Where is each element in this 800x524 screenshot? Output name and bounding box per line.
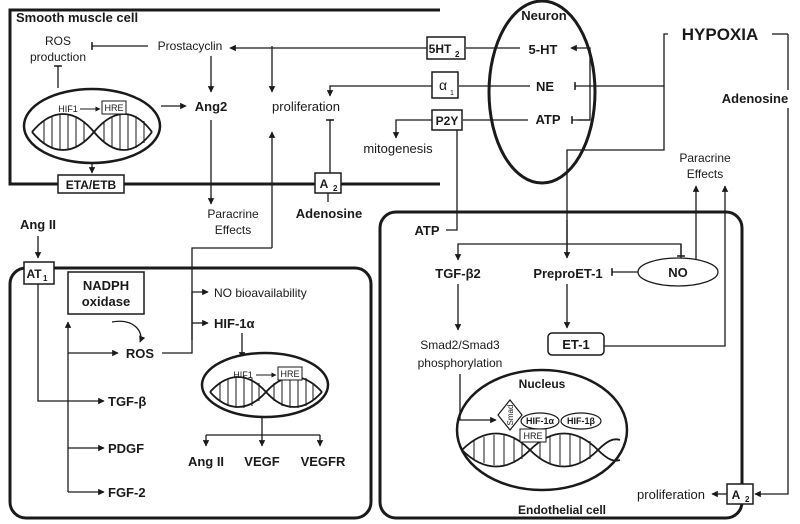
5ht2-receptor: 5HT — [429, 42, 452, 56]
smooth-muscle-cell-label: Smooth muscle cell — [16, 10, 138, 25]
nadph-label-2: oxidase — [82, 294, 130, 309]
ros-label: ROS — [126, 346, 155, 361]
eta-etb-receptor: ETA/ETB — [66, 178, 117, 192]
a2-receptor-smc: A — [320, 177, 329, 191]
ang-ii-output-label: Ang II — [188, 454, 224, 469]
smad-label-1: Smad2/Smad3 — [420, 338, 500, 352]
smad-to-nucleus-arrow — [459, 374, 497, 424]
neuron-cell: Neuron — [487, 0, 597, 185]
nadph-label-1: NADPH — [83, 278, 129, 293]
ne-label: NE — [536, 79, 554, 94]
nadph-to-ros-arrow — [111, 320, 146, 343]
nucleus-label: Nucleus — [519, 377, 566, 391]
proliferation-smc-label: proliferation — [272, 99, 340, 114]
hre-nucleus-label: HRE — [523, 431, 542, 441]
preproet1-label: PreproET-1 — [533, 266, 602, 281]
hif1-fibroblast-label: HIF1 — [233, 370, 253, 380]
dna-hif1-smc: HIF1 HRE — [22, 87, 162, 165]
5ht-label: 5-HT — [529, 42, 558, 57]
a2-receptor-smc-sub: 2 — [333, 184, 338, 193]
adenosine-smc-label: Adenosine — [296, 206, 362, 221]
hre-smc-label: HRE — [104, 103, 123, 113]
atp-endo-label: ATP — [414, 223, 439, 238]
hre-fibroblast-label: HRE — [280, 369, 299, 379]
pdgf-label: PDGF — [108, 441, 144, 456]
p2y-to-atp-line — [446, 130, 458, 231]
nucleus: Nucleus Smad HIF-1α HIF-1β HRE — [455, 368, 629, 492]
fgf2-label: FGF-2 — [108, 485, 146, 500]
et1-to-paracrine-arrow — [604, 185, 729, 347]
alpha1-to-proliferation-arrow — [326, 85, 432, 97]
hif1-smc-label: HIF1 — [58, 104, 78, 114]
at1-receptor-sub: 1 — [43, 274, 48, 283]
ang2-label: Ang2 — [195, 99, 228, 114]
paracrine-right-label-1: Paracrine — [679, 151, 731, 165]
a2-receptor-endo: A — [732, 488, 741, 502]
adenosine-right-label: Adenosine — [722, 91, 788, 106]
hypoxia-label: HYPOXIA — [682, 25, 759, 44]
alpha1-receptor-sub: 1 — [450, 90, 454, 97]
proliferation-endo-label: proliferation — [637, 487, 705, 502]
vegf-label: VEGF — [244, 454, 279, 469]
at1-receptor: AT — [26, 267, 42, 281]
fibroblast-cell — [8, 266, 373, 520]
p2y-to-mitogenesis-arrow — [392, 119, 432, 139]
alpha1-receptor: α — [439, 77, 447, 93]
atp-neuron-label: ATP — [535, 112, 560, 127]
no-to-tgfb2-arrow — [454, 243, 682, 261]
endothelial-cell-label: Endothelial cell — [518, 503, 606, 517]
et1-label: ET-1 — [562, 337, 589, 352]
5ht2-receptor-sub: 2 — [455, 50, 460, 59]
ros-to-smc-line — [191, 247, 272, 340]
no-label: NO — [668, 265, 688, 280]
hif1a-nucleus-label: HIF-1α — [526, 416, 555, 426]
paracrine-right-label-2: Effects — [687, 167, 723, 181]
paracrine-smc-label-1: Paracrine — [207, 207, 259, 221]
ros-production-label-2: production — [30, 50, 86, 64]
hif1a-label: HIF-1α — [214, 316, 255, 331]
smad-label-2: phosphorylation — [418, 356, 503, 370]
hif1b-nucleus-label: HIF-1β — [567, 416, 596, 426]
at1-to-tgfb-arrow — [37, 284, 105, 405]
mitogenesis-label: mitogenesis — [363, 141, 433, 156]
prostacyclin-label: Prostacyclin — [158, 39, 223, 53]
vegfr-label: VEGFR — [301, 454, 346, 469]
ang-ii-label: Ang II — [20, 217, 56, 232]
adenosine-to-a2-arrow — [754, 108, 789, 498]
hypoxia-to-preproet1-line — [566, 86, 665, 255]
paracrine-smc-label-2: Effects — [215, 223, 251, 237]
no-bioavailability-label: NO bioavailability — [214, 286, 307, 300]
endothelial-cell: Endothelial cell — [378, 210, 744, 520]
ros-production-label-1: ROS — [45, 34, 71, 48]
tgfb-label: TGF-β — [108, 394, 146, 409]
smad-box-label: Smad — [506, 405, 515, 426]
dna-hif1-fibroblast: HIF1 HRE — [200, 351, 330, 419]
hypoxia-inhibits-ne — [574, 33, 668, 90]
p2y-receptor: P2Y — [436, 114, 459, 128]
smooth-muscle-cell: Smooth muscle cell — [8, 8, 440, 186]
a2-receptor-endo-sub: 2 — [745, 495, 750, 504]
neuron-label: Neuron — [521, 8, 567, 23]
tgfb2-label: TGF-β2 — [435, 266, 481, 281]
